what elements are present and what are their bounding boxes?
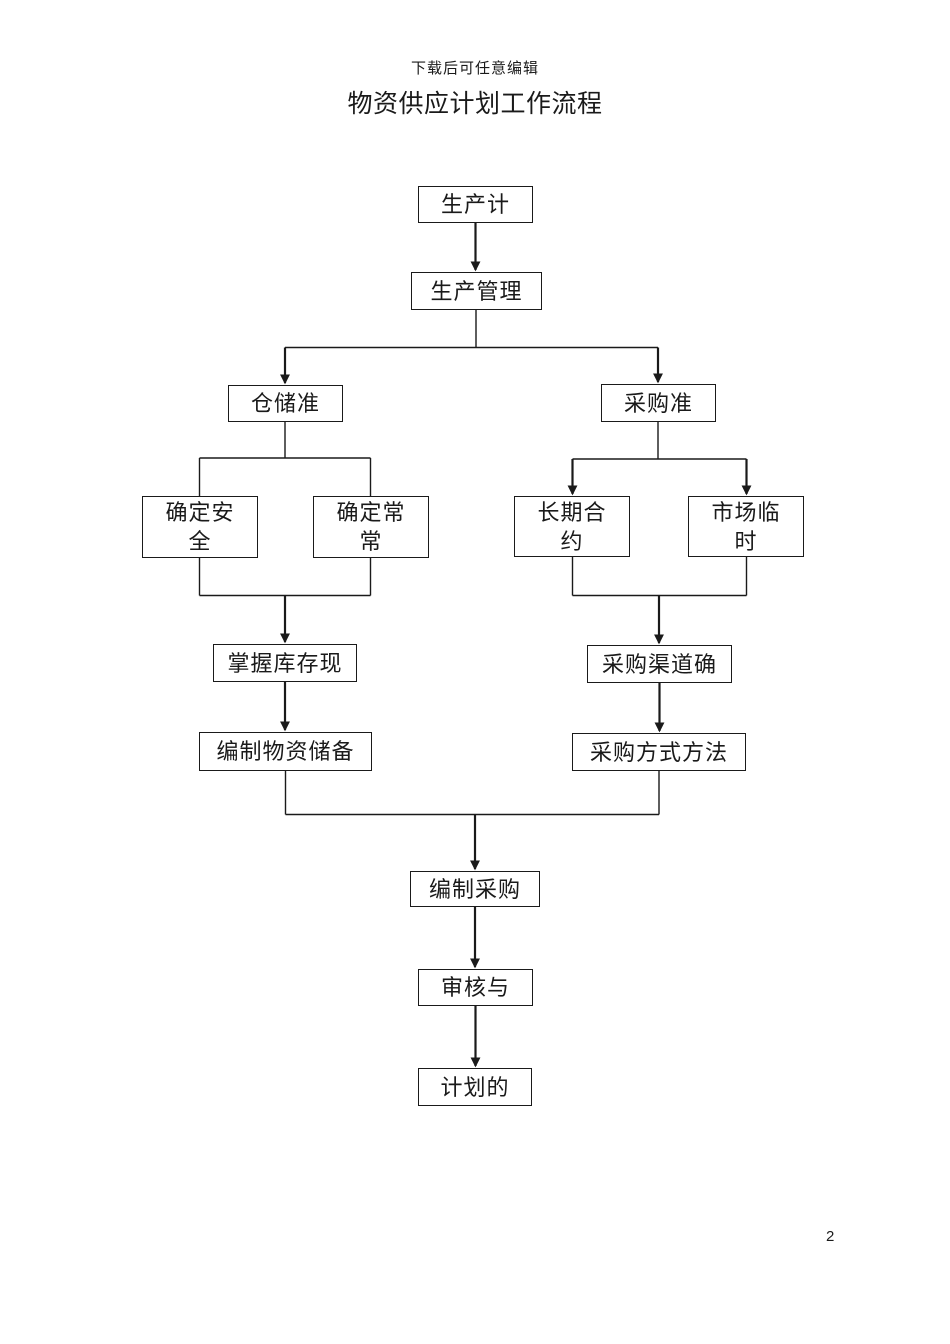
flow-node-long-term-contract: 长期合 约: [514, 496, 630, 557]
flow-node-material-reserve-plan: 编制物资储备: [199, 732, 372, 771]
header-note: 下载后可任意编辑: [410, 60, 539, 77]
flow-node-determine-regular: 确定常 常: [313, 496, 429, 558]
flow-node-compile-procurement: 编制采购: [410, 871, 540, 907]
flow-node-production-plan: 生产计: [418, 186, 533, 223]
flow-node-final-plan: 计划的: [418, 1068, 532, 1106]
flow-node-production-management: 生产管理: [411, 272, 542, 310]
flow-node-procurement-method: 采购方式方法: [572, 733, 746, 771]
flow-node-determine-safety: 确定安 全: [142, 496, 258, 558]
flow-node-warehouse-prep: 仓储准: [228, 385, 343, 422]
page-number: 2: [826, 1228, 835, 1245]
flow-node-review: 审核与: [418, 969, 533, 1006]
flow-node-procurement-prep: 采购准: [601, 384, 716, 422]
flow-node-procurement-channel: 采购渠道确: [587, 645, 732, 683]
page-title: 物资供应计划工作流程: [347, 90, 603, 118]
flow-node-grasp-inventory: 掌握库存现: [213, 644, 357, 682]
flow-node-market-temporary: 市场临 时: [688, 496, 804, 557]
